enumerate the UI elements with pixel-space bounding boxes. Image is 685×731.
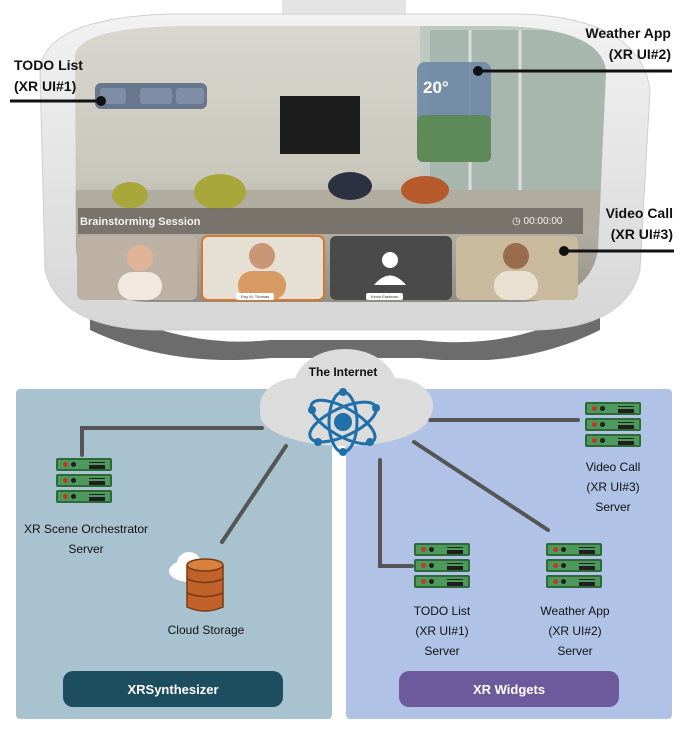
line-orchestrator: [80, 426, 264, 457]
weather-callout-line2: (XR UI#2): [608, 46, 671, 62]
todo-server-caption: TODO List (XR UI#1) Server: [392, 601, 492, 661]
session-timer: ◷ 00:00:00: [512, 216, 563, 227]
participant-name-2: Roy M. Thomas: [236, 293, 275, 300]
globe-network-icon: [308, 388, 380, 456]
weather-temperature: 20°: [423, 78, 449, 97]
video-callout-label: Video Call (XR UI#3): [606, 203, 673, 245]
xr-widgets-title: XR Widgets: [399, 671, 619, 707]
weather-server-caption: Weather App (XR UI#2) Server: [524, 601, 626, 661]
video-call-server-icon: [585, 402, 641, 450]
todo-callout-label: TODO List (XR UI#1): [14, 55, 83, 97]
video-server-line3: Server: [595, 500, 631, 514]
orchestrator-server-icon: [56, 458, 112, 506]
todo-server-icon: [414, 543, 470, 591]
internet-label: The Internet: [308, 365, 378, 379]
video-server-line2: (XR UI#3): [586, 480, 640, 494]
todo-server-line2: (XR UI#1): [415, 624, 469, 638]
video-callout-line2: (XR UI#3): [610, 226, 673, 242]
weather-callout-label: Weather App (XR UI#2): [585, 23, 671, 65]
cloud-storage-icon: [169, 552, 224, 612]
xrsynthesizer-panel: [16, 389, 332, 719]
orchestrator-caption-line1: XR Scene Orchestrator: [23, 522, 149, 536]
todo-callout-line2: (XR UI#1): [14, 78, 77, 94]
video-call-server-caption: Video Call (XR UI#3) Server: [563, 457, 663, 517]
todo-callout-line1: TODO List: [14, 57, 83, 73]
participant-name-3: Kevin Eastman: [366, 293, 403, 300]
video-callout-line1: Video Call: [605, 205, 673, 221]
weather-server-line3: Server: [557, 644, 593, 658]
session-title: Brainstorming Session: [80, 216, 201, 228]
weather-server-line2: (XR UI#2): [548, 624, 602, 638]
session-timer-value: 00:00:00: [523, 216, 563, 227]
xrsynthesizer-title: XRSynthesizer: [63, 671, 283, 707]
video-server-line1: Video Call: [585, 460, 641, 474]
weather-server-line1: Weather App: [540, 604, 610, 618]
orchestrator-caption-line2: Server: [68, 542, 104, 556]
todo-server-line3: Server: [424, 644, 460, 658]
headset-illustration: TODO List (XR UI#1) Weather App (XR UI#2…: [0, 0, 685, 360]
cloud-storage-label: Cloud Storage: [167, 623, 245, 637]
line-storage: [220, 444, 288, 544]
line-weather: [412, 440, 550, 532]
orchestrator-server-caption: XR Scene Orchestrator Server: [16, 519, 156, 559]
weather-server-icon: [546, 543, 602, 591]
line-todo: [378, 458, 414, 568]
todo-server-line1: TODO List: [413, 604, 471, 618]
headset-shell: [10, 0, 674, 360]
weather-callout-line1: Weather App: [585, 25, 671, 41]
